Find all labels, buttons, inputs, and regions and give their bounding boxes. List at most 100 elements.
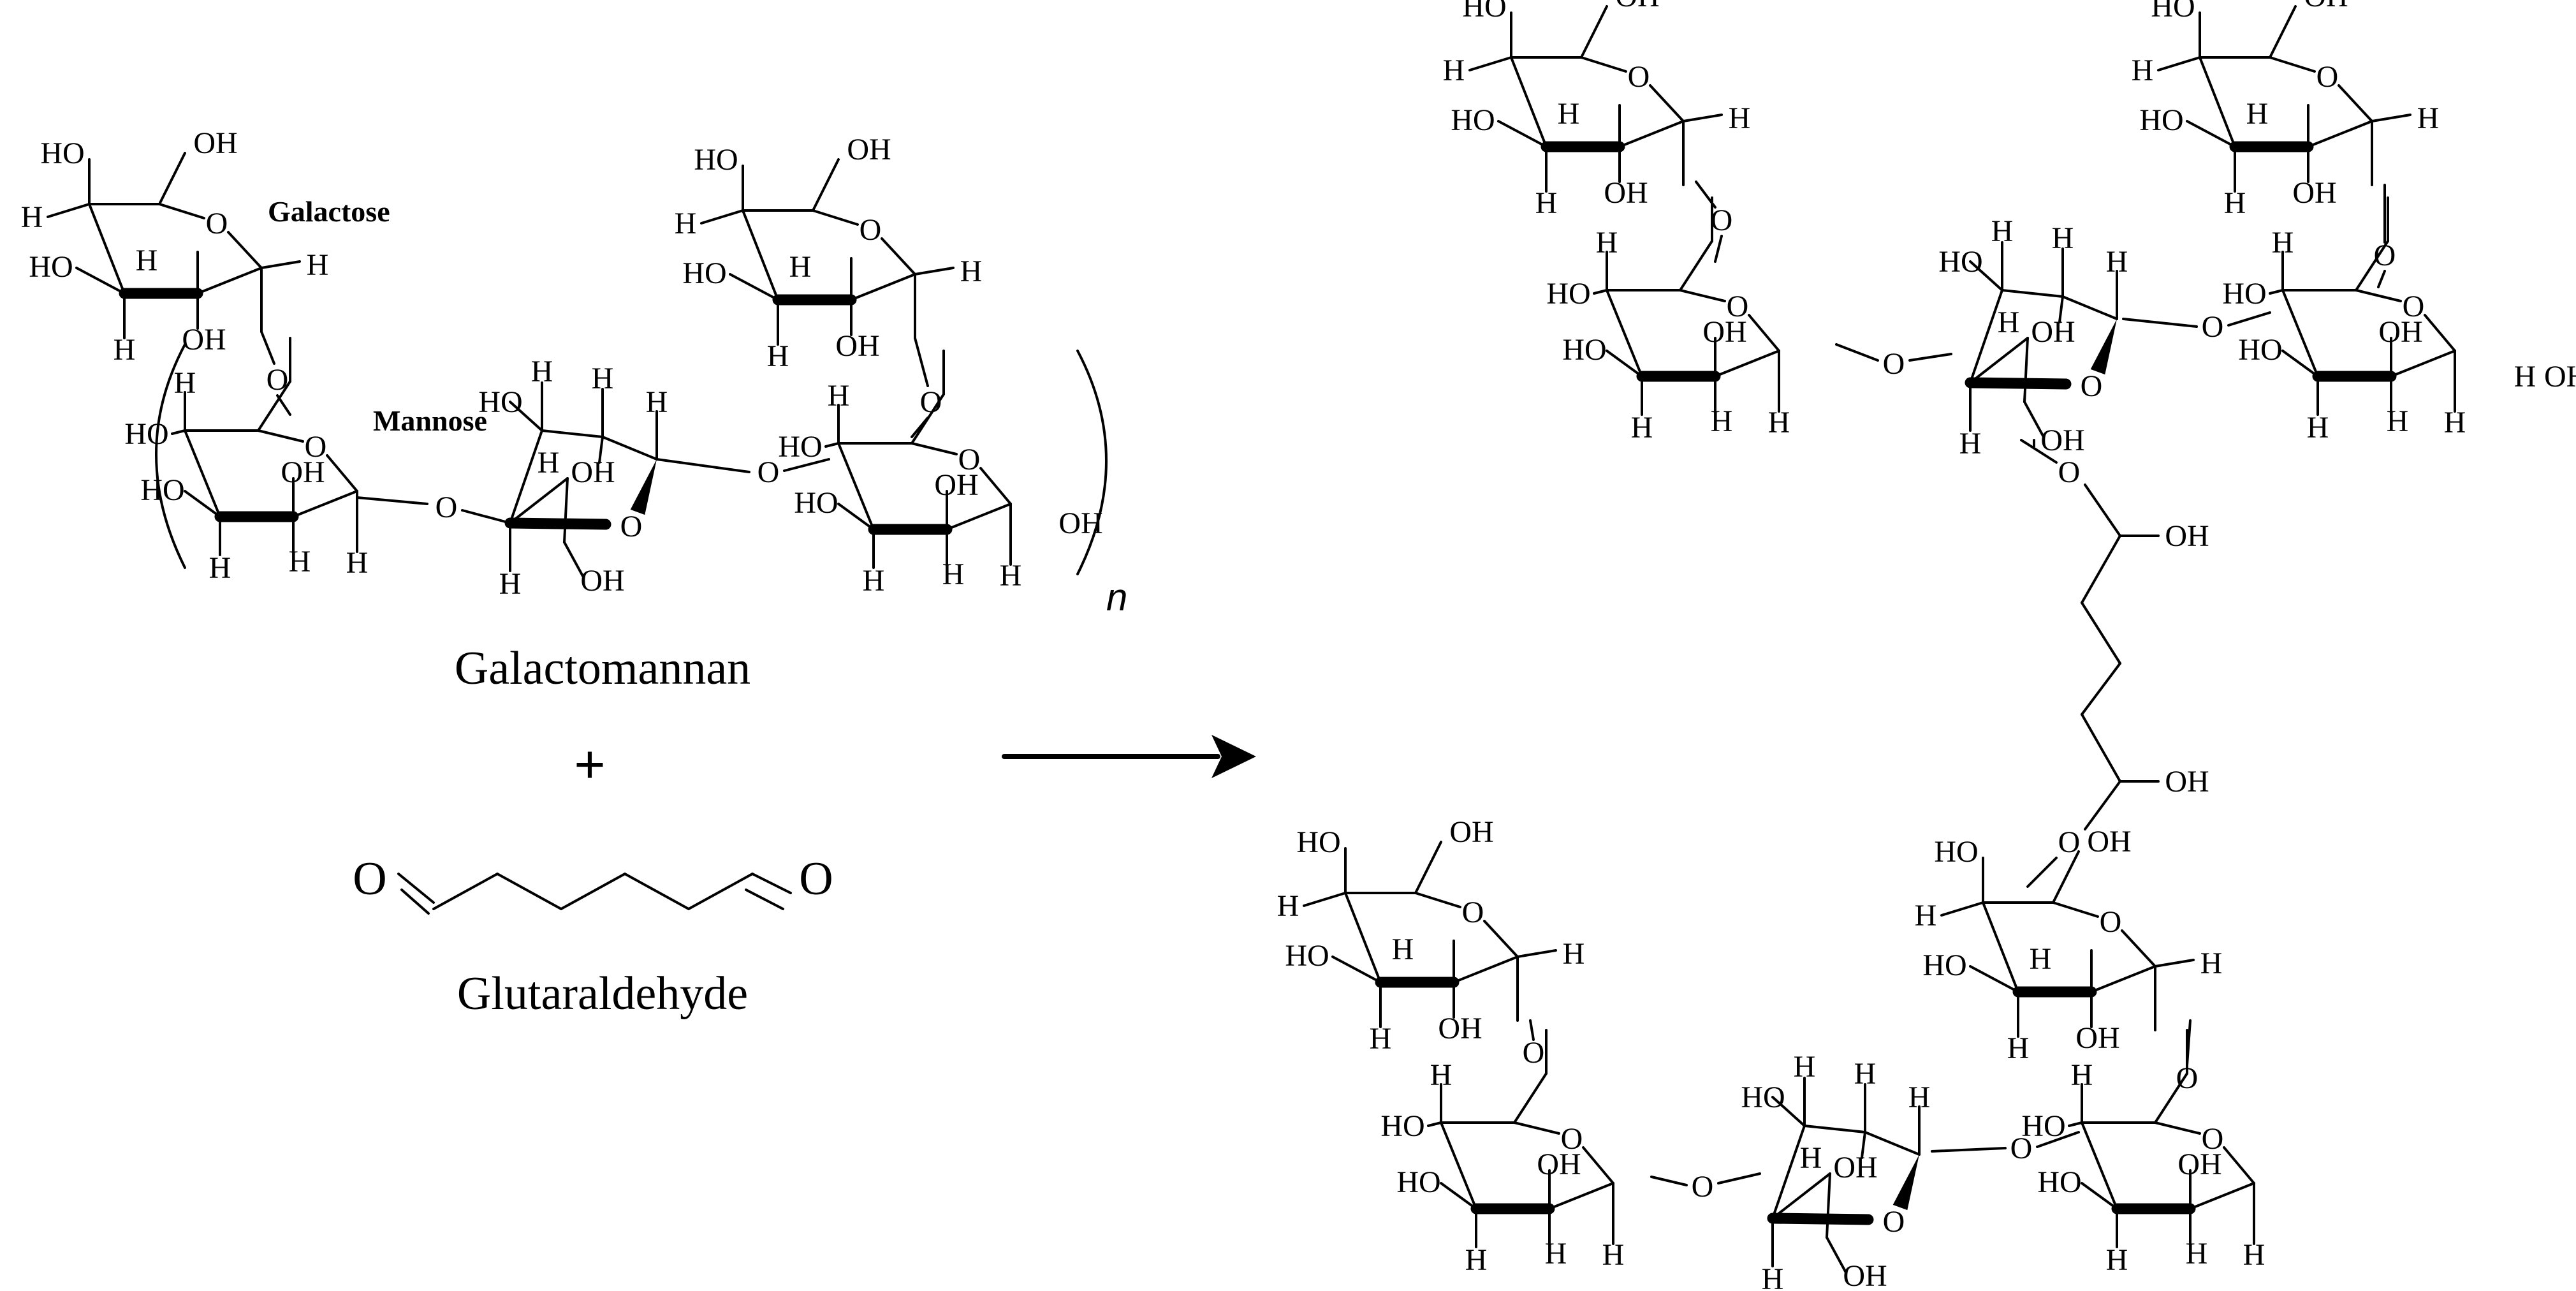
ring-bond [2061, 295, 2118, 320]
bridge-chain-bond [2081, 601, 2121, 665]
substituent-bond [1940, 901, 1984, 917]
ring-bond [2424, 314, 2456, 352]
terminal-hydroxyl-label: OH [2544, 360, 2576, 394]
glycosidic-oxygen: O [2202, 310, 2224, 344]
hydroxyl-label: OH [281, 455, 325, 489]
hydroxyl-label: OH [2177, 1147, 2221, 1181]
hydroxyl-label: HO [2021, 1109, 2065, 1143]
ring-oxygen: O [1462, 896, 1484, 929]
glycosidic-oxygen: O [2010, 1132, 2033, 1165]
glycosidic-oxygen: O [757, 455, 780, 489]
substituent-bond [598, 436, 604, 464]
ring-bond [1803, 1125, 1866, 1133]
glycosidic-bond [783, 458, 830, 472]
ring-bond [1414, 892, 1461, 908]
galactose-label: Galactose [268, 195, 390, 228]
glycosidic-oxygen: O [1523, 1036, 1545, 1070]
bridge-bond [2084, 780, 2121, 830]
substituent-bond [1826, 1236, 1847, 1274]
ch2-bond [1513, 1072, 1548, 1124]
ring-bond [812, 209, 859, 226]
ring-bond [1771, 1125, 1806, 1220]
ch2-bond [2355, 240, 2389, 291]
hydroxyl-label: HO [1546, 277, 1590, 311]
hydrogen-label: H [1392, 933, 1414, 966]
chain-bond [432, 873, 499, 910]
hydrogen-label: H [2030, 942, 2052, 976]
hydroxyl-label: HO [29, 250, 73, 284]
hydrogen-label: H [592, 362, 614, 395]
ring-bond [1582, 1146, 1614, 1184]
hydroxyl-label: OH [2304, 0, 2348, 13]
glutaraldehyde-caption: Glutaraldehyde [457, 968, 748, 1020]
hydrogen-label: H [346, 546, 369, 580]
ring-bond [2081, 1121, 2118, 1210]
terminal-hydroxyl-label: OH [1058, 506, 1102, 540]
ch2-bond [2154, 1072, 2188, 1124]
ch2oh-bond [2269, 5, 2297, 59]
hydrogen-label: H [942, 557, 965, 591]
glycosidic-oxygen: O [2374, 239, 2396, 272]
ring-bond [1513, 1121, 1560, 1135]
chain-bond [624, 873, 690, 910]
hydroxyl-label: HO [140, 473, 184, 507]
bridge-bond [2026, 857, 2058, 888]
hydrogen-label: H [1729, 101, 1751, 135]
glycosidic-oxygen: O [1883, 347, 1905, 381]
hydrogen-label: H [1854, 1057, 1877, 1091]
chain-bond [560, 873, 626, 910]
reaction-arrow [1002, 735, 1256, 778]
substituent-bond [1771, 1096, 1806, 1127]
glycosidic-oxygen: O [267, 363, 289, 397]
hydrogen-label: H [1915, 899, 1937, 933]
hydrogen-label: H [2106, 245, 2128, 279]
hydrogen-label: H [1631, 411, 1653, 445]
ring-bond [2390, 350, 2456, 378]
hydroxyl-label: OH [835, 329, 879, 363]
ring-bond [946, 503, 1012, 531]
glycosidic-bond [2122, 318, 2198, 328]
crosslinked-product-structure: OOHHOHHOHHOHHOOHHOHHOHHOHHOHHOHOHOHHHOHO… [1277, 0, 2576, 1291]
glycosidic-bond [260, 330, 275, 365]
hydrogen-label: H [767, 339, 789, 373]
ring-bond [2355, 289, 2402, 302]
hydrogen-label: H [1000, 559, 1022, 593]
hydrogen-label: H [2007, 1031, 2030, 1065]
ring-bond [1510, 56, 1548, 148]
hydrogen-label: H [1545, 1237, 1567, 1271]
bridge-bond [2020, 439, 2058, 464]
double-bond [745, 889, 784, 910]
hydroxyl-label: OH [2040, 424, 2084, 457]
ring-bond [158, 203, 205, 219]
right-bracket [1076, 350, 1108, 575]
repeat-unit-n-label: n [1106, 576, 1127, 619]
hydroxyl-label: HO [1462, 0, 1506, 24]
hydrogen-label: H [646, 385, 668, 419]
substituent-bond [1427, 1121, 1442, 1127]
substituent-bond [1606, 350, 1643, 378]
hydroxyl-label: OH [1438, 1012, 1482, 1045]
substituent-bond [2023, 401, 2045, 438]
hydrogen-label: H [499, 567, 522, 601]
ring-bond [1714, 350, 1780, 378]
hydroxyl-label: HO [694, 143, 738, 177]
glycosidic-bond [276, 394, 291, 416]
hydrogen-label: H [2243, 1238, 2265, 1272]
hydroxyl-label: HO [778, 430, 822, 464]
glycosidic-bond [1529, 1019, 1535, 1041]
glycosidic-bond [914, 337, 929, 387]
ring-bond [601, 436, 658, 461]
substituent-bond [1440, 1182, 1477, 1210]
glycosidic-bond [1908, 353, 1952, 362]
hydroxyl-label: HO [2037, 1165, 2081, 1199]
hydroxyl-label: OH [1449, 815, 1493, 849]
ring-bond [1483, 920, 1519, 958]
ring-bond [257, 429, 304, 443]
hydrogen-label: H [209, 551, 231, 585]
ring-bond [837, 442, 875, 531]
ring-oxygen: O [305, 430, 327, 464]
hydrogen-label: H [1794, 1050, 1816, 1084]
mannose-label: Mannose [373, 404, 487, 437]
substituent-bond [2281, 350, 2319, 378]
